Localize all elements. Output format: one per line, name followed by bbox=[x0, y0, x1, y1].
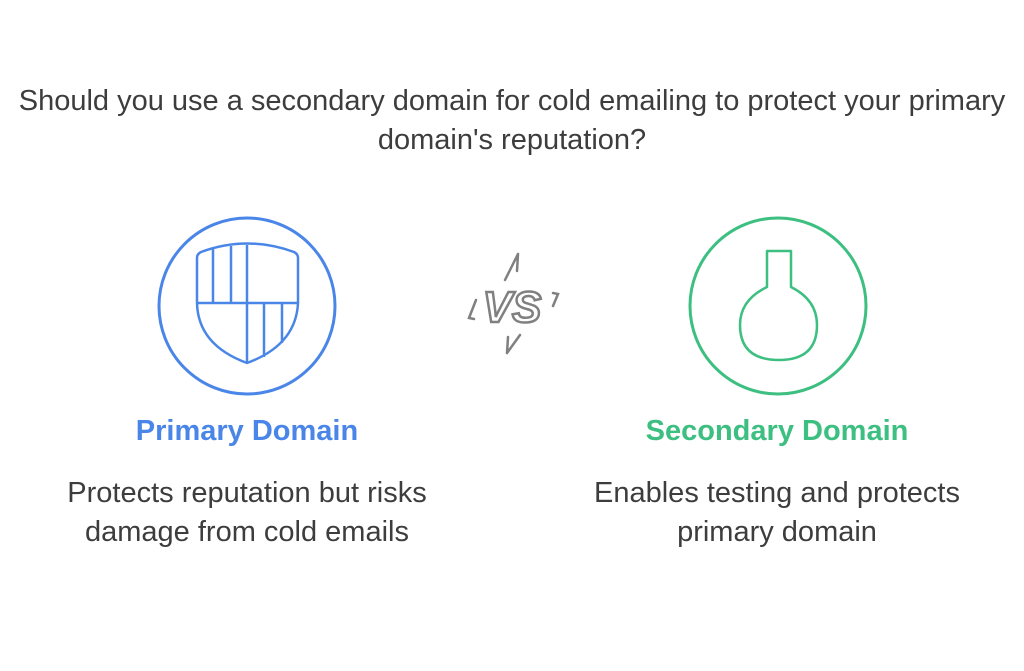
vs-icon: VS bbox=[467, 252, 560, 355]
shield-icon bbox=[195, 242, 300, 365]
secondary-domain-description: Enables testing and protects primary dom… bbox=[594, 477, 960, 548]
primary-domain-heading: Primary Domain bbox=[135, 415, 359, 447]
primary-domain-circle bbox=[157, 216, 337, 396]
primary-domain-description: Protects reputation but risks damage fro… bbox=[67, 477, 427, 548]
vs-label: VS bbox=[483, 283, 542, 332]
secondary-domain-circle bbox=[688, 216, 868, 396]
question-title: Should you use a secondary domain for co… bbox=[18, 85, 1006, 156]
flask-icon bbox=[738, 249, 819, 362]
secondary-domain-heading: Secondary Domain bbox=[645, 415, 909, 447]
